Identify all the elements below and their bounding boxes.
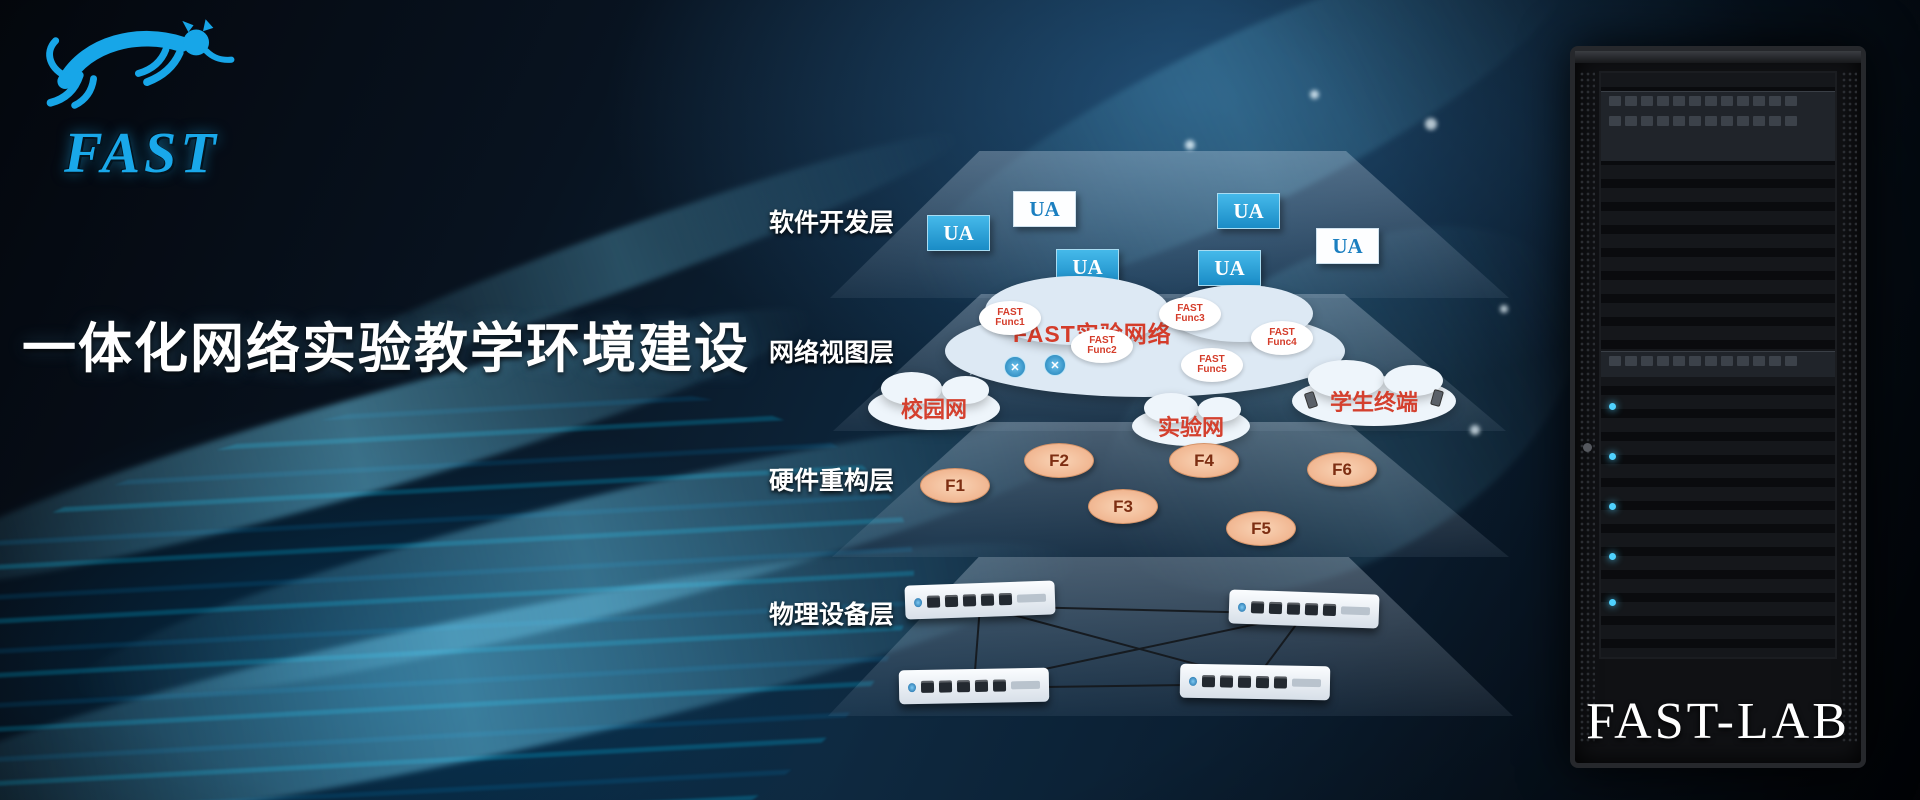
ua-node: UA — [1198, 250, 1261, 286]
ua-node: UA — [1013, 191, 1076, 227]
device-port — [980, 593, 994, 606]
rack-led — [1609, 453, 1616, 460]
device-port — [1201, 675, 1215, 688]
device-port — [974, 679, 988, 692]
func-node-label: FAST Func1 — [995, 306, 1025, 328]
label-hardware-layer: 硬件重构层 — [769, 467, 895, 495]
bokeh-dot — [1500, 305, 1508, 313]
func-node: FAST Func3 — [1159, 297, 1221, 331]
func-node: FAST Func1 — [979, 301, 1041, 335]
hardware-node: F2 — [1024, 443, 1094, 478]
network-device — [1179, 663, 1331, 701]
rack-led — [1609, 503, 1616, 510]
student-terminal-label: 学生终端 — [1329, 390, 1418, 415]
device-port — [1237, 675, 1251, 688]
device-port — [962, 594, 976, 607]
label-network-layer: 网络视图层 — [769, 339, 895, 367]
logo-wordmark: FAST — [64, 120, 220, 185]
device-port — [998, 592, 1012, 606]
device-port — [938, 680, 952, 693]
device-port — [956, 680, 970, 693]
rack-led — [1609, 553, 1616, 560]
rack-unit — [1601, 91, 1835, 161]
campus-network-label: 校园网 — [900, 397, 967, 422]
hardware-node: F3 — [1088, 489, 1158, 524]
func-node: FAST Func2 — [1071, 329, 1133, 363]
device-port — [920, 680, 934, 693]
cheetah-logo-icon — [46, 19, 235, 109]
campus-network-cloud: 校园网 — [868, 371, 1000, 430]
router-icon: ✕ — [1044, 354, 1066, 376]
experiment-network-label: 实验网 — [1157, 415, 1224, 440]
label-physical-layer: 物理设备层 — [769, 601, 895, 629]
device-label-strip — [1291, 678, 1322, 688]
device-port — [1219, 675, 1233, 688]
device-port — [1268, 601, 1282, 615]
device-port — [992, 679, 1006, 692]
device-port — [1255, 676, 1269, 689]
device-label-strip — [1016, 593, 1047, 603]
student-terminal-cloud: 学生终端 — [1292, 360, 1456, 426]
label-software-layer: 软件开发层 — [769, 209, 895, 237]
device-led — [913, 597, 922, 607]
router-icon: ✕ — [1004, 356, 1026, 378]
device-port — [1286, 602, 1300, 615]
network-device — [898, 667, 1050, 705]
hardware-node: F1 — [920, 468, 990, 503]
rack-label: FAST-LAB — [1586, 693, 1850, 750]
phone-icon — [1303, 390, 1319, 410]
device-port — [926, 595, 940, 608]
func-node-label: FAST Func3 — [1175, 302, 1205, 324]
network-device — [1228, 589, 1380, 629]
func-node: FAST Func5 — [1181, 348, 1243, 382]
hardware-node: F4 — [1169, 443, 1239, 478]
device-port — [1273, 676, 1287, 689]
page-title: 一体化网络实验教学环境建设 — [22, 319, 750, 379]
device-port — [1250, 601, 1264, 614]
func-node-label: FAST Func4 — [1267, 326, 1297, 348]
func-node: FAST Func4 — [1251, 321, 1313, 355]
hardware-node: F6 — [1307, 452, 1377, 487]
func-node-label: FAST Func2 — [1087, 334, 1117, 356]
phone-icon — [1429, 388, 1445, 408]
bokeh-dot — [1425, 118, 1437, 130]
device-led — [907, 682, 916, 692]
rack-unit — [1601, 351, 1835, 377]
device-port — [1322, 603, 1336, 617]
device-led — [1237, 602, 1246, 612]
rack-vent — [1841, 71, 1857, 743]
ua-node: UA — [927, 215, 990, 251]
rack-door-lock — [1583, 443, 1592, 452]
bokeh-dot — [1185, 140, 1195, 150]
rack-led — [1609, 599, 1616, 606]
hardware-node: F5 — [1226, 511, 1296, 546]
fast-logo: FAST — [22, 8, 292, 186]
experiment-network-cloud: 实验网 — [1132, 393, 1250, 446]
device-label-strip — [1010, 680, 1041, 690]
device-label-strip — [1340, 606, 1371, 616]
rack-vent — [1579, 71, 1595, 743]
rack-led — [1609, 403, 1616, 410]
device-port — [1304, 603, 1318, 616]
ua-node: UA — [1316, 228, 1379, 264]
ua-node: UA — [1217, 193, 1280, 229]
server-rack: FAST-LAB — [1570, 46, 1866, 768]
device-port — [944, 594, 958, 608]
bokeh-dot — [1310, 90, 1319, 99]
func-node-label: FAST Func5 — [1197, 353, 1227, 375]
device-led — [1188, 676, 1197, 686]
network-device — [904, 580, 1056, 620]
